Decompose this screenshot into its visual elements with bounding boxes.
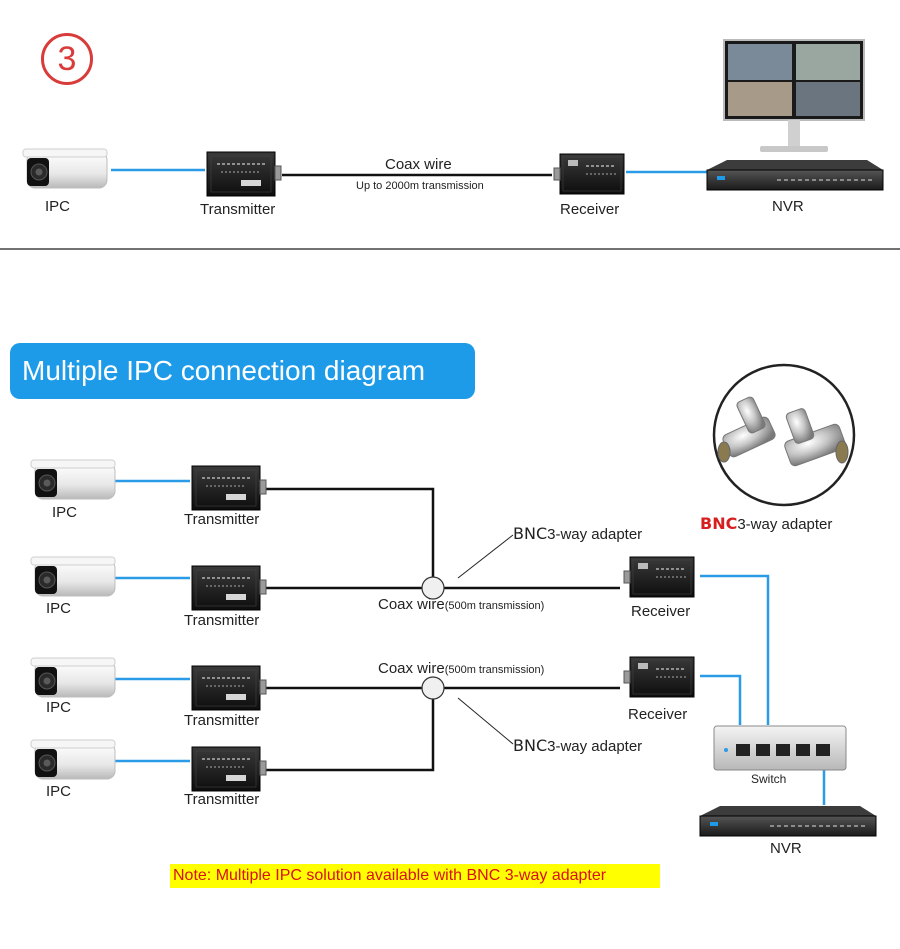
note-banner: Note: Multiple IPC solution available wi… — [170, 864, 660, 888]
nvr-label: NVR — [770, 840, 802, 857]
bnc-adapter-junction-2 — [421, 676, 445, 700]
transmitter-label: Transmitter — [184, 612, 260, 629]
transmitter-label: Transmitter — [200, 201, 276, 218]
ipc-label: IPC — [46, 600, 72, 617]
ipc-camera-icon — [22, 148, 108, 189]
receiver-device-icon — [553, 153, 625, 195]
coax-wire-label: Coax wire — [385, 156, 452, 173]
transmitter-device-icon — [191, 465, 267, 511]
receiver-label: Receiver — [628, 706, 688, 723]
switch-label: Switch — [751, 772, 787, 786]
transmission-distance-label: Up to 2000m transmission — [356, 180, 484, 192]
receiver-label: Receiver — [560, 201, 620, 218]
nvr-recorder-icon — [699, 805, 877, 837]
ipc-label: IPC — [46, 783, 72, 800]
ipc-camera-icon — [30, 459, 116, 500]
monitor-icon — [723, 39, 865, 152]
bnc-adapter-label: BNC3-way adapter — [513, 736, 643, 755]
bnc-adapter-junction-1 — [421, 576, 445, 600]
coax-wire-label: Coax wire(500m transmission) — [378, 660, 545, 677]
transmitter-label: Transmitter — [184, 791, 260, 808]
receiver-device-icon — [623, 656, 695, 698]
ipc-label: IPC — [52, 504, 78, 521]
transmitter-label: Transmitter — [184, 712, 260, 729]
ipc-camera-icon — [30, 657, 116, 698]
step-number-badge: 3 — [41, 33, 93, 85]
receiver-device-icon — [623, 556, 695, 598]
transmitter-device-icon — [191, 746, 267, 792]
multiple-ipc-banner: Multiple IPC connection diagram — [10, 343, 475, 399]
network-switch-icon — [713, 725, 847, 771]
transmitter-label: Transmitter — [184, 511, 260, 528]
ipc-label: IPC — [45, 198, 71, 215]
bnc-adapter-caption: BNC3-way adapter — [700, 514, 833, 533]
nvr-label: NVR — [772, 198, 804, 215]
bnc-adapter-label: BNC3-way adapter — [513, 524, 643, 543]
ipc-label: IPC — [46, 699, 72, 716]
coax-wire-label: Coax wire(500m transmission) — [378, 596, 545, 613]
ipc-camera-icon — [30, 556, 116, 597]
transmitter-device-icon — [206, 151, 282, 197]
nvr-recorder-icon — [706, 159, 884, 191]
receiver-label: Receiver — [631, 603, 691, 620]
transmitter-device-icon — [191, 565, 267, 611]
bnc-adapter-photo — [712, 363, 856, 507]
transmitter-device-icon — [191, 665, 267, 711]
ipc-camera-icon — [30, 739, 116, 780]
